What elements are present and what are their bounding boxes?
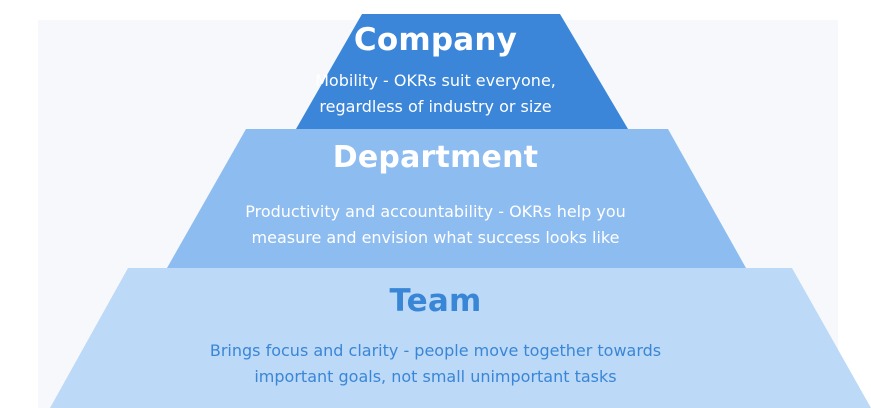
company-trapezoid (296, 14, 628, 129)
department-description-line-2: measure and envision what success looks … (251, 228, 620, 247)
company-description-line-2: regardless of industry or size (319, 97, 552, 116)
team-title: Team (389, 283, 482, 319)
company-title: Company (353, 22, 518, 58)
department-description: Productivity and accountability - OKRs h… (0, 199, 871, 251)
department-trapezoid (167, 129, 746, 268)
department-title: Department (332, 140, 539, 175)
team-description: Brings focus and clarity - people move t… (0, 338, 871, 390)
team-description-line-1: Brings focus and clarity - people move t… (209, 341, 662, 360)
company-description-line-1: Mobility - OKRs suit everyone, (315, 71, 556, 90)
company-description: Mobility - OKRs suit everyone, regardles… (0, 68, 871, 120)
team-trapezoid (50, 268, 871, 408)
department-description-line-1: Productivity and accountability - OKRs h… (245, 202, 626, 221)
team-description-line-2: important goals, not small unimportant t… (254, 367, 617, 386)
